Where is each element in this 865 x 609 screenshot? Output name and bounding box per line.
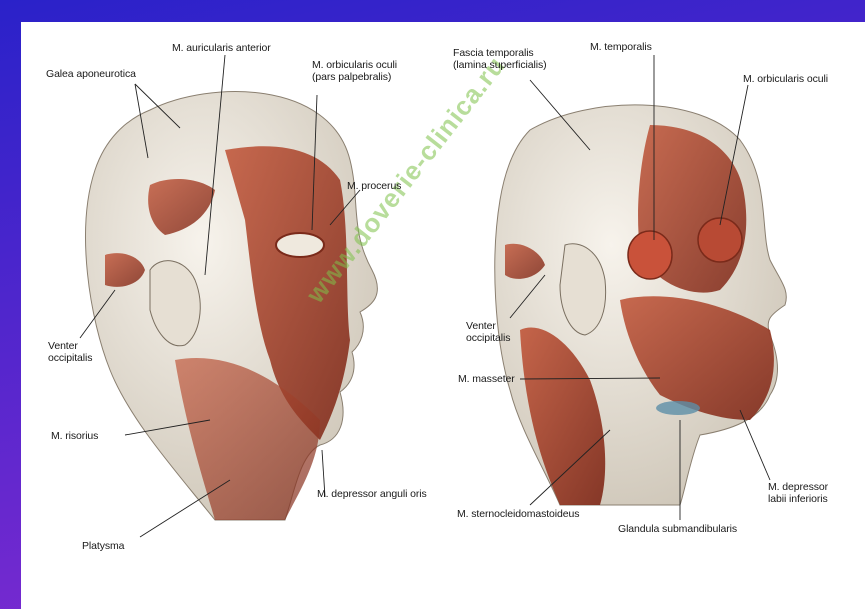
label-orbicularis-oculi-palpebralis: M. orbicularis oculi (pars palpebralis) [312, 59, 397, 83]
label-platysma: Platysma [82, 540, 124, 552]
label-venter-occipitalis-right: Venter occipitalis [466, 320, 510, 344]
label-glandula-submandibularis: Glandula submandibularis [618, 523, 737, 535]
label-fascia-temporalis: Fascia temporalis (lamina superficialis) [453, 47, 547, 71]
label-masseter: M. masseter [458, 373, 515, 385]
label-sternocleidomastoideus: M. sternocleidomastoideus [457, 508, 579, 520]
label-risorius: M. risorius [51, 430, 98, 442]
label-temporalis: M. temporalis [590, 41, 652, 53]
label-depressor-anguli-oris: M. depressor anguli oris [317, 488, 427, 500]
label-auricularis-anterior: M. auricularis anterior [172, 42, 271, 54]
right-head-figure [495, 105, 787, 505]
left-head-figure [86, 92, 378, 520]
label-venter-occipitalis-left: Venter occipitalis [48, 340, 92, 364]
label-depressor-labii-inferioris: M. depressor labii inferioris [768, 481, 828, 505]
label-orbicularis-oculi-right: M. orbicularis oculi [743, 73, 828, 85]
label-galea-aponeurotica: Galea aponeurotica [46, 68, 136, 80]
label-procerus: M. procerus [347, 180, 401, 192]
